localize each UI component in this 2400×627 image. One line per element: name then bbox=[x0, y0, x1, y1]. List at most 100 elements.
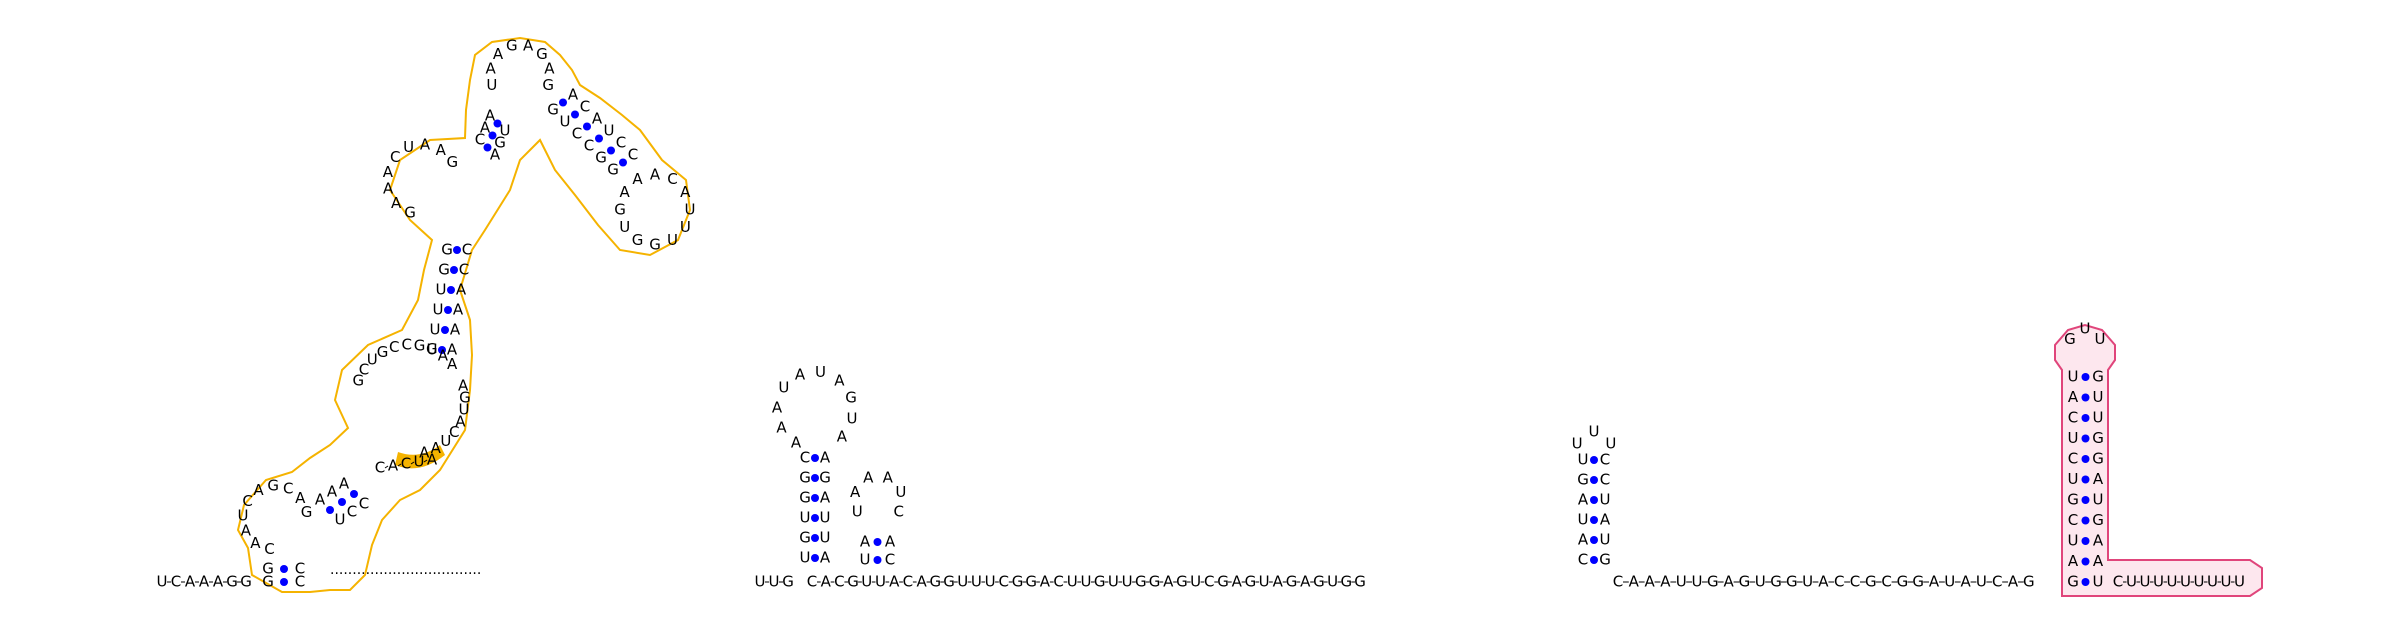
nucleotide: A bbox=[544, 60, 555, 78]
nucleotide: G bbox=[799, 469, 811, 487]
nucleotide: A bbox=[431, 439, 442, 457]
nucleotide: C bbox=[572, 125, 582, 143]
nucleotide: U bbox=[1589, 423, 1600, 441]
nucleotide: A bbox=[680, 183, 691, 201]
base-pair-dot bbox=[873, 556, 882, 564]
nucleotide: G bbox=[1897, 573, 1909, 591]
nucleotide: U bbox=[604, 122, 615, 140]
nucleotide: U bbox=[820, 529, 831, 547]
nucleotide: G bbox=[353, 372, 365, 390]
nucleotide: U bbox=[2093, 388, 2104, 406]
nucleotide: A bbox=[213, 573, 224, 591]
nucleotide: G bbox=[446, 153, 458, 171]
base-pair-dot bbox=[1590, 556, 1598, 564]
nucleotide: G bbox=[929, 573, 941, 591]
nucleotide: G bbox=[301, 503, 313, 521]
nucleotide: A bbox=[883, 469, 894, 487]
base-pair-dot bbox=[583, 122, 591, 131]
nucleotide: U bbox=[440, 432, 451, 450]
nucleotide: U bbox=[367, 350, 378, 368]
nucleotide: C bbox=[359, 495, 369, 513]
nucleotide: G bbox=[542, 76, 554, 94]
nucleotide: A bbox=[253, 481, 264, 499]
nucleotide: G bbox=[1707, 573, 1719, 591]
nucleotide: U bbox=[433, 301, 444, 319]
nucleotide: G bbox=[1217, 573, 1229, 591]
nucleotide: A bbox=[592, 110, 603, 128]
nucleotide: U bbox=[667, 231, 678, 249]
nucleotide: G bbox=[536, 45, 548, 63]
base-pair-dot bbox=[453, 246, 461, 254]
nucleotide: A bbox=[1273, 573, 1284, 591]
nucleotide: U bbox=[1067, 573, 1078, 591]
nucleotide: C bbox=[1850, 573, 1860, 591]
nucleotide: A bbox=[1960, 573, 1971, 591]
nucleotide: A bbox=[185, 573, 196, 591]
nucleotide: A bbox=[456, 281, 467, 299]
base-pair-dot bbox=[1590, 476, 1598, 484]
base-pair-dot bbox=[873, 538, 882, 546]
nucleotide: C bbox=[1834, 573, 1844, 591]
nucleotide: U bbox=[680, 218, 691, 236]
nucleotide: A bbox=[795, 366, 806, 384]
nucleotide: A bbox=[1818, 573, 1829, 591]
backbone-link bbox=[410, 461, 415, 465]
nucleotide: G bbox=[614, 201, 626, 219]
nucleotide: U bbox=[2093, 573, 2104, 591]
nucleotide: A bbox=[2068, 388, 2079, 406]
nucleotide: C bbox=[834, 573, 844, 591]
nucleotide: G bbox=[1770, 573, 1782, 591]
nucleotide: G bbox=[1025, 573, 1037, 591]
nucleotide: G bbox=[377, 343, 389, 361]
nucleotide: U bbox=[430, 321, 441, 339]
nucleotide: A bbox=[821, 573, 832, 591]
nucleotide: G bbox=[2092, 429, 2104, 447]
nucleotide: G bbox=[404, 203, 416, 221]
nucleotide: C bbox=[402, 336, 412, 354]
nucleotide: C bbox=[1613, 573, 1623, 591]
nucleotide: G bbox=[240, 573, 252, 591]
nucleotide: U bbox=[875, 573, 886, 591]
nucleotide: G bbox=[441, 241, 453, 259]
nucleotide: G bbox=[1245, 573, 1257, 591]
nucleotide: U bbox=[2080, 320, 2091, 338]
nucleotide: A bbox=[199, 573, 210, 591]
base-pair-dot bbox=[607, 146, 615, 155]
nucleotide: C bbox=[389, 338, 399, 356]
nucleotide: U bbox=[1676, 573, 1687, 591]
unpaired-linker: ·································· bbox=[330, 566, 481, 582]
nucleotide: U bbox=[2068, 429, 2079, 447]
nucleotide: A bbox=[241, 522, 252, 540]
nucleotide: C bbox=[1600, 451, 1610, 469]
nucleotide: U bbox=[1327, 573, 1338, 591]
base-pair-dot bbox=[2081, 434, 2090, 443]
nucleotide: C bbox=[1881, 573, 1891, 591]
nucleotide: A bbox=[1578, 491, 1589, 509]
nucleotide: U bbox=[1122, 573, 1133, 591]
nucleotide: C bbox=[2068, 511, 2078, 529]
nucleotide: U bbox=[2140, 573, 2151, 591]
nucleotide: A bbox=[863, 469, 874, 487]
nucleotide: A bbox=[1600, 511, 1611, 529]
base-pair-dot bbox=[619, 158, 627, 167]
nucleotide: A bbox=[1723, 573, 1734, 591]
nucleotide: U bbox=[957, 573, 968, 591]
base-pair-dot bbox=[811, 494, 819, 502]
nucleotide: A bbox=[1629, 573, 1640, 591]
base-pair-dot bbox=[483, 143, 492, 152]
nucleotide: G bbox=[2092, 511, 2104, 529]
nucleotide: U bbox=[1802, 573, 1813, 591]
base-pair-dot bbox=[338, 498, 346, 506]
nucleotide: G bbox=[595, 149, 607, 167]
nucleotide: G bbox=[943, 573, 955, 591]
nucleotide: U bbox=[1578, 511, 1589, 529]
base-pair-dot bbox=[450, 266, 458, 274]
nucleotide: G bbox=[2092, 450, 2104, 468]
nucleotide: C bbox=[667, 170, 677, 188]
base-pair-dot bbox=[326, 506, 334, 514]
nucleotide: U bbox=[335, 511, 346, 529]
nucleotide: G bbox=[632, 231, 644, 249]
nucleotide: C bbox=[295, 560, 305, 578]
base-pair-dot bbox=[811, 514, 819, 522]
nucleotide: A bbox=[1163, 573, 1174, 591]
